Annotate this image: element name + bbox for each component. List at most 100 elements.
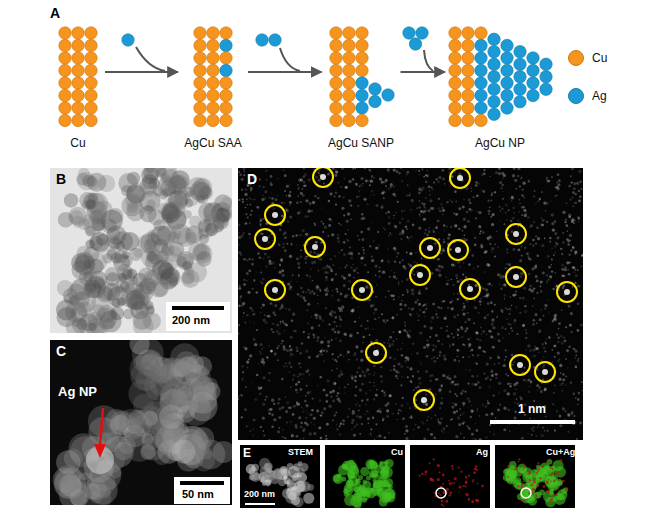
texture-dot [238, 395, 240, 397]
texture-dot [358, 190, 360, 192]
texture-dot [281, 304, 283, 306]
texture-dot [491, 247, 494, 250]
texture-dot [331, 339, 333, 341]
atom [527, 89, 539, 101]
texture-dot [433, 181, 435, 183]
texture-dot [527, 255, 529, 257]
texture-dot [474, 383, 477, 386]
texture-dot [478, 182, 481, 185]
texture-dot [464, 321, 466, 323]
texture-dot [390, 270, 391, 271]
texture-dot [244, 222, 247, 225]
texture-dot [251, 210, 253, 212]
texture-dot [249, 204, 251, 206]
texture-dot [463, 218, 466, 221]
texture-dot [565, 224, 568, 227]
texture-dot [406, 278, 409, 281]
texture-dot [305, 233, 308, 236]
texture-dot [339, 354, 342, 357]
texture-dot [270, 350, 272, 352]
texture-dot [387, 249, 388, 250]
texture-dot [297, 294, 299, 296]
texture-dot [393, 368, 396, 371]
texture-dot [572, 191, 574, 193]
texture-dot [319, 170, 320, 171]
texture-dot [485, 288, 487, 290]
atom [462, 102, 474, 114]
texture-dot [380, 206, 383, 209]
texture-dot [247, 204, 248, 205]
texture-dot [449, 390, 452, 393]
texture-dot [523, 287, 526, 290]
texture-dot [285, 396, 286, 397]
texture-dot [213, 441, 235, 463]
texture-dot [369, 334, 371, 336]
texture-dot [307, 413, 309, 415]
texture-dot [307, 391, 310, 394]
texture-dot [304, 185, 307, 188]
texture-dot [406, 171, 409, 174]
texture-dot [535, 313, 538, 316]
texture-dot [414, 261, 416, 263]
texture-dot [423, 218, 426, 221]
texture-dot [290, 243, 293, 246]
texture-dot [369, 184, 371, 186]
texture-dot [187, 262, 207, 282]
texture-dot [467, 318, 470, 321]
texture-dot [355, 168, 357, 170]
texture-dot [374, 264, 377, 267]
texture-dot [282, 246, 285, 249]
texture-dot [241, 304, 243, 306]
texture-dot [517, 248, 520, 251]
texture-dot [441, 245, 443, 247]
texture-dot [221, 197, 234, 210]
texture-dot [465, 369, 467, 371]
atom [449, 77, 461, 89]
texture-dot [290, 336, 293, 339]
texture-dot [345, 334, 347, 336]
texture-dot [271, 328, 273, 330]
atom [207, 52, 219, 64]
texture-dot [508, 308, 511, 311]
texture-dot [389, 356, 391, 358]
texture-dot [409, 240, 411, 242]
texture-dot [317, 179, 320, 182]
atom [59, 27, 71, 39]
atom [475, 102, 487, 114]
texture-dot [428, 185, 431, 188]
texture-dot [325, 278, 328, 281]
texture-dot [239, 285, 241, 287]
texture-dot [573, 392, 575, 394]
texture-dot [319, 399, 322, 402]
texture-dot [397, 378, 399, 380]
texture-dot [471, 187, 473, 189]
texture-dot [526, 252, 529, 255]
texture-dot [519, 259, 522, 262]
texture-dot [477, 356, 478, 357]
texture-dot [249, 222, 251, 224]
texture-dot [400, 365, 403, 368]
texture-dot [426, 419, 428, 421]
texture-dot [256, 206, 259, 209]
texture-dot [567, 367, 569, 369]
texture-dot [489, 357, 492, 360]
texture-dot [302, 373, 304, 375]
texture-dot [268, 242, 270, 244]
atom [514, 46, 526, 58]
texture-dot [74, 291, 96, 313]
texture-dot [480, 303, 482, 305]
texture-dot [502, 337, 504, 339]
texture-dot [297, 195, 299, 197]
texture-dot [572, 266, 574, 268]
texture-dot [309, 391, 311, 393]
texture-dot [359, 295, 361, 297]
atom [369, 83, 381, 95]
atom [330, 39, 342, 51]
texture-dot [463, 198, 465, 200]
atom [501, 52, 513, 64]
texture-dot [338, 252, 340, 254]
texture-dot [379, 276, 381, 278]
texture-dot [438, 176, 441, 179]
texture-dot [571, 249, 573, 251]
texture-dot [443, 241, 445, 243]
